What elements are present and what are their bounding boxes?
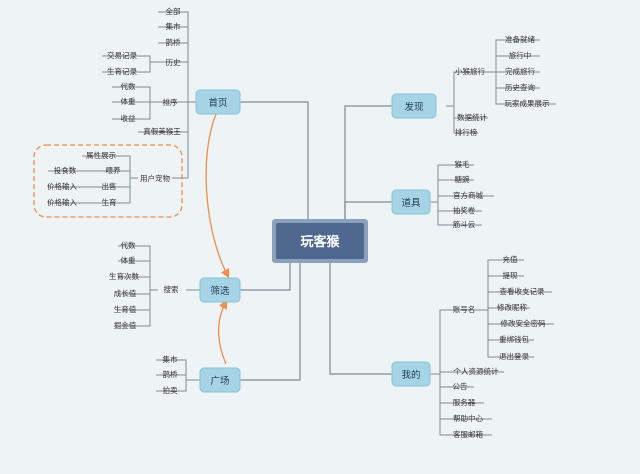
leaf-attr-show[interactable]: 属性展示 xyxy=(86,150,116,160)
filter-item[interactable]: 体重 xyxy=(121,255,136,265)
mine-labels: 账号名 充值 提现 查看收支记录 修改昵称 修改安全密码 重绑钱包 退出登录 个… xyxy=(453,254,546,439)
node-plaza-label: 广场 xyxy=(210,375,229,387)
account-item[interactable]: 修改昵称 xyxy=(497,302,527,312)
mine-item[interactable]: 公告 xyxy=(453,381,468,391)
mine-item[interactable]: 帮助中心 xyxy=(453,413,483,423)
discover-subtree xyxy=(446,39,556,134)
node-home-label: 首页 xyxy=(208,97,227,109)
trip-item[interactable]: 旅行中 xyxy=(509,50,532,60)
mine-item[interactable]: 服务器 xyxy=(453,397,476,407)
account-item[interactable]: 查看收支记录 xyxy=(500,286,545,296)
node-discover[interactable]: 发现 xyxy=(391,93,437,119)
node-props[interactable]: 道具 xyxy=(391,189,431,215)
leaf-sort[interactable]: 排序 xyxy=(163,97,178,107)
filter-item[interactable]: 成长值 xyxy=(114,288,137,298)
trip-item[interactable]: 完成旅行 xyxy=(505,66,535,76)
mine-item[interactable]: 个人资源统计 xyxy=(454,366,499,376)
root-label: 玩客猴 xyxy=(300,234,340,250)
props-item[interactable]: 猴毛 xyxy=(455,159,470,169)
account-item[interactable]: 提现 xyxy=(503,270,518,280)
account-item[interactable]: 退出登录 xyxy=(499,351,529,361)
leaf-income[interactable]: 收益 xyxy=(121,113,136,123)
node-discover-label: 发现 xyxy=(404,101,424,113)
leaf-nest[interactable]: 鹊桥 xyxy=(166,37,181,47)
leaf-price-input-sell[interactable]: 价格输入 xyxy=(47,181,77,191)
trip-item[interactable]: 历史查询 xyxy=(505,82,535,92)
node-filter[interactable]: 筛选 xyxy=(199,277,241,303)
filter-item[interactable]: 生育次数 xyxy=(109,271,139,281)
plaza-subtree xyxy=(156,359,200,392)
leaf-sell[interactable]: 出售 xyxy=(102,181,117,191)
plaza-item[interactable]: 拍卖 xyxy=(163,385,178,395)
leaf-real-fake[interactable]: 真假美猴王 xyxy=(143,126,181,136)
leaf-search[interactable]: 搜索 xyxy=(164,284,179,294)
flow-arrows xyxy=(205,113,230,365)
arrow-plaza-to-filter xyxy=(217,299,228,365)
node-mine[interactable]: 我的 xyxy=(391,361,431,387)
trip-item[interactable]: 准备就绪 xyxy=(505,34,535,44)
account-item[interactable]: 重绑钱包 xyxy=(499,334,529,344)
filter-item[interactable]: 生育值 xyxy=(114,304,137,314)
filter-labels: 搜索 代数 体重 生育次数 成长值 生育值 掘金值 xyxy=(109,240,179,330)
props-item[interactable]: 官方商城 xyxy=(453,190,483,200)
arrow-home-to-filter xyxy=(205,113,230,279)
leaf-breed[interactable]: 生育 xyxy=(102,197,117,207)
node-filter-label: 筛选 xyxy=(210,285,230,297)
discover-labels: 小猴旅行 准备就绪 旅行中 完成旅行 历史查询 玩家成果展示 数据统计 排行榜 xyxy=(455,34,550,137)
leaf-breed-record[interactable]: 生育记录 xyxy=(107,66,137,76)
leaf-user-pet[interactable]: 用户宠物 xyxy=(140,173,170,183)
node-plaza[interactable]: 广场 xyxy=(199,367,241,393)
mine-subtree xyxy=(430,259,554,436)
mine-item[interactable]: 客服邮箱 xyxy=(453,429,483,439)
node-home[interactable]: 首页 xyxy=(195,89,241,115)
home-subtree xyxy=(48,11,196,204)
account-item[interactable]: 充值 xyxy=(503,254,518,264)
plaza-item[interactable]: 集市 xyxy=(163,354,178,364)
account-item[interactable]: 修改安全密码 xyxy=(501,318,546,328)
props-item[interactable]: 筋斗云 xyxy=(453,219,476,229)
leaf-feed[interactable]: 喂养 xyxy=(106,165,121,175)
leaf-small-trip[interactable]: 小猴旅行 xyxy=(455,66,485,76)
props-item[interactable]: 糖豌 xyxy=(455,174,470,184)
filter-item[interactable]: 代数 xyxy=(121,240,136,250)
leaf-feed-count[interactable]: 投食数 xyxy=(54,165,77,175)
filter-item[interactable]: 掘金值 xyxy=(114,320,137,330)
home-labels: 全部 集市 鹊桥 历史 交易记录 生育记录 排序 代数 体重 收益 真假美猴王 … xyxy=(47,6,181,207)
leaf-all[interactable]: 全部 xyxy=(166,6,181,16)
node-props-label: 道具 xyxy=(401,197,421,209)
leaf-market[interactable]: 集市 xyxy=(166,21,181,31)
props-labels: 猴毛 糖豌 官方商城 抽奖卷 筋斗云 xyxy=(453,159,484,229)
plaza-labels: 集市 鹊桥 拍卖 xyxy=(163,354,178,395)
user-pet-highlight-frame xyxy=(33,144,183,218)
leaf-data-stats[interactable]: 数据统计 xyxy=(457,112,487,122)
leaf-ranking[interactable]: 排行榜 xyxy=(455,127,478,137)
leaf-weight[interactable]: 体重 xyxy=(121,96,136,106)
trip-item[interactable]: 玩家成果展示 xyxy=(505,98,550,108)
props-subtree xyxy=(430,164,494,226)
leaf-account[interactable]: 账号名 xyxy=(453,304,476,314)
leaf-history[interactable]: 历史 xyxy=(166,57,181,67)
plaza-item[interactable]: 鹊桥 xyxy=(163,369,178,379)
node-mine-label: 我的 xyxy=(401,369,420,381)
leaf-price-input-breed[interactable]: 价格输入 xyxy=(47,197,77,207)
root-node[interactable]: 玩客猴 xyxy=(272,219,368,263)
leaf-trade-record[interactable]: 交易记录 xyxy=(107,50,137,60)
leaf-generation[interactable]: 代数 xyxy=(121,81,136,91)
filter-subtree xyxy=(118,245,200,327)
props-item[interactable]: 抽奖卷 xyxy=(453,205,476,215)
